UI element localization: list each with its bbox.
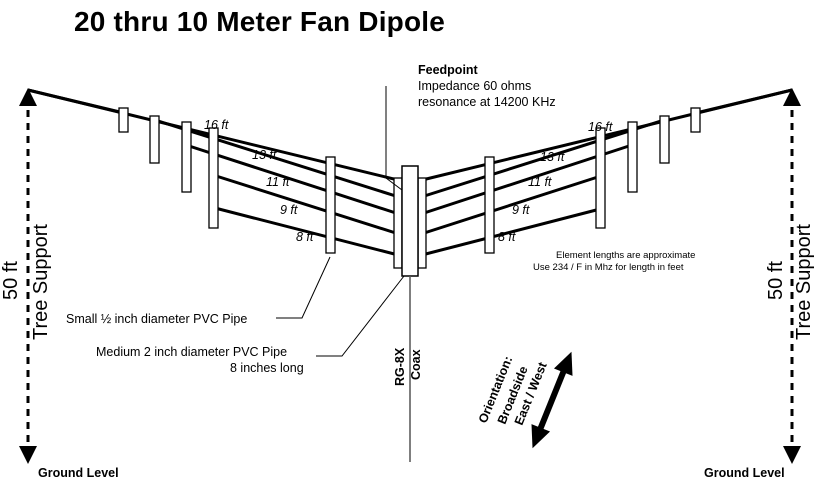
ground-level-right: Ground Level bbox=[704, 466, 785, 480]
pvc-spreader bbox=[149, 115, 160, 164]
pvc-spreader bbox=[325, 156, 336, 254]
length-label-13ft-right: 13 ft bbox=[540, 150, 565, 164]
length-label-9ft-left: 9 ft bbox=[280, 203, 298, 217]
feedpoint-heading: Feedpoint bbox=[418, 63, 479, 77]
medium-pvc-label-2: 8 inches long bbox=[230, 361, 304, 375]
pvc-spreader bbox=[627, 121, 638, 193]
pvc-spreader bbox=[659, 115, 670, 164]
small-pvc-label: Small ½ inch diameter PVC Pipe bbox=[66, 312, 247, 326]
right-support-label: Tree Support bbox=[793, 224, 815, 340]
small-pvc-spreaders bbox=[118, 107, 701, 269]
wire-13ft-right bbox=[417, 118, 665, 200]
left-support-height: 50 ft bbox=[0, 261, 22, 300]
wire-8ft-right bbox=[417, 206, 605, 258]
length-label-9ft-right: 9 ft bbox=[512, 203, 530, 217]
pvc-spreader bbox=[393, 177, 403, 269]
pvc-spreader bbox=[118, 107, 129, 133]
leader-lines bbox=[276, 86, 405, 357]
feedpoint-resonance: resonance at 14200 KHz bbox=[418, 95, 556, 109]
pvc-spreader bbox=[181, 121, 192, 193]
length-label-11ft-left: 11 ft bbox=[266, 175, 290, 189]
note-line-2: Use 234 / F in Mhz for length in feet bbox=[533, 262, 684, 273]
pvc-spreader bbox=[690, 107, 701, 133]
wire-8ft-left bbox=[214, 206, 403, 258]
coax-type-label: RG-8X bbox=[393, 347, 407, 386]
left-support-label: Tree Support bbox=[30, 224, 52, 340]
center-pvc-pipe bbox=[401, 165, 419, 277]
pvc-spreader bbox=[595, 127, 606, 229]
wire-13ft-left bbox=[154, 118, 403, 200]
length-label-13ft-left: 13 ft bbox=[252, 148, 277, 162]
length-label-8ft-left: 8 ft bbox=[296, 230, 314, 244]
left-wires bbox=[27, 88, 403, 258]
medium-pvc-label-1: Medium 2 inch diameter PVC Pipe bbox=[96, 345, 287, 359]
length-label-16ft-left: 16 ft bbox=[204, 118, 229, 132]
feedpoint-impedance: Impedance 60 ohms bbox=[418, 79, 531, 93]
orientation-arrow bbox=[531, 351, 573, 449]
length-label-16ft-right: 16 ft bbox=[588, 120, 613, 134]
length-label-8ft-right: 8 ft bbox=[498, 230, 516, 244]
diagram-title: 20 thru 10 Meter Fan Dipole bbox=[74, 6, 446, 37]
pvc-spreader bbox=[484, 156, 495, 254]
pvc-spreader bbox=[417, 177, 427, 269]
length-label-11ft-right: 11 ft bbox=[528, 175, 552, 189]
pvc-spreader bbox=[208, 127, 219, 229]
ground-level-left: Ground Level bbox=[38, 466, 119, 480]
right-support-height: 50 ft bbox=[765, 261, 787, 300]
wire-11ft-left bbox=[185, 143, 403, 217]
coax-label: Coax bbox=[409, 349, 423, 380]
wire-9ft-left bbox=[212, 173, 403, 237]
note-line-1: Element lengths are approximate bbox=[556, 250, 695, 261]
wire-9ft-right bbox=[417, 173, 605, 237]
